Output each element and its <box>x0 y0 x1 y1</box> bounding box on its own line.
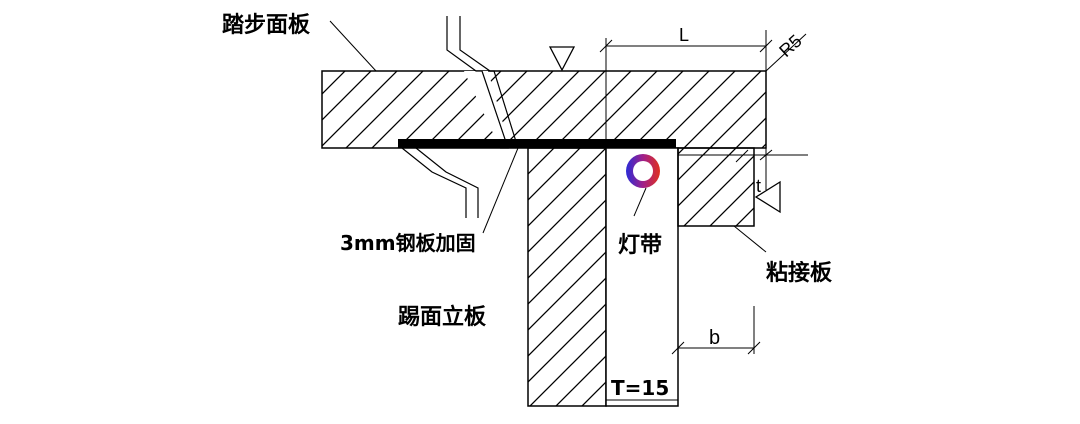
dimension-b-label: b <box>709 327 720 349</box>
bonding-board-label: 粘接板 <box>766 261 833 286</box>
dimension-t <box>678 140 808 226</box>
tread-panel <box>321 70 767 149</box>
dimension-l-label: L <box>679 25 689 45</box>
light-ring-icon <box>626 154 660 188</box>
riser-panel-label: 踢面立板 <box>398 304 487 330</box>
level-triangle-icon <box>548 46 576 72</box>
radius-label: R5 <box>775 31 805 61</box>
dimension-t-label: t <box>756 176 761 196</box>
break-line-bottom-1 <box>401 147 467 218</box>
break-line-bottom-2 <box>415 147 479 218</box>
radius-leader <box>765 33 807 72</box>
leader-lines <box>329 20 767 253</box>
steel-plate <box>398 139 676 148</box>
steel-plate-label: 3mm钢板加固 <box>340 231 476 255</box>
light-strip-cavity <box>605 147 679 407</box>
dimension-l <box>599 30 773 148</box>
light-strip-label: 灯带 <box>618 233 662 258</box>
break-line-top-2 <box>459 16 519 149</box>
tread-panel-label: 踏步面板 <box>222 12 311 38</box>
riser-thickness-label: T=15 <box>611 376 669 400</box>
bonding-board <box>677 147 755 227</box>
level-triangle-side-icon <box>754 180 781 214</box>
riser-panel <box>527 147 607 407</box>
dimension-b <box>671 306 761 355</box>
break-gap <box>464 71 510 148</box>
